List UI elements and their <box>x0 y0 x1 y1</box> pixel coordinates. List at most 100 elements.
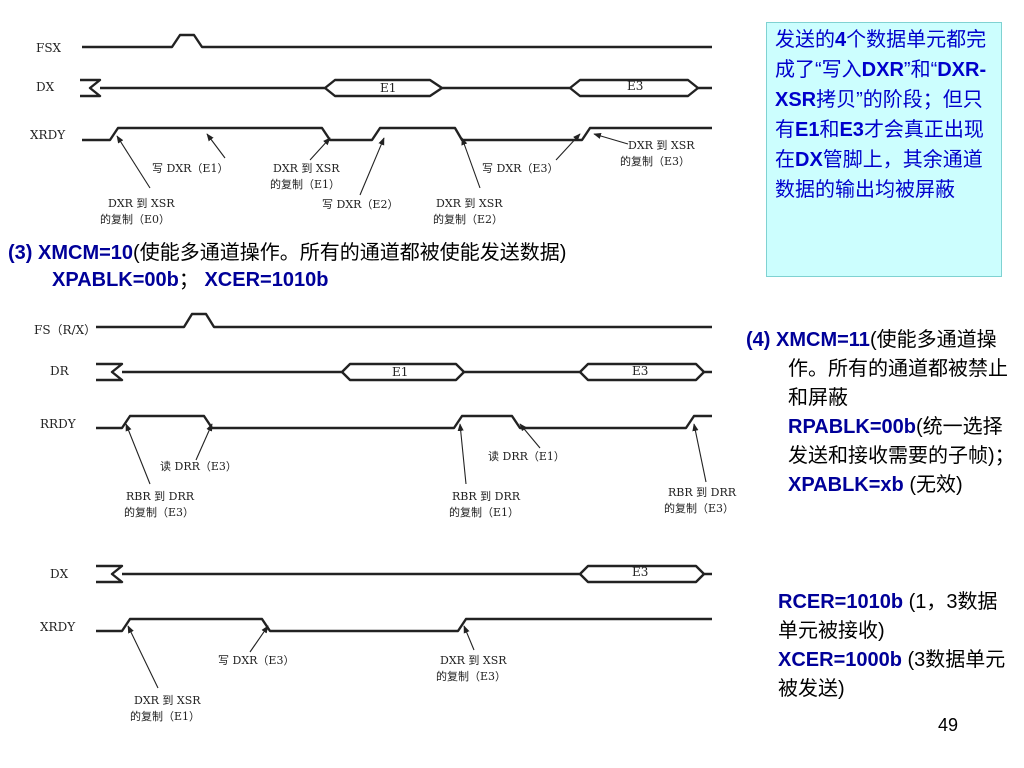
slot-e1: E1 <box>380 81 396 95</box>
note-text: 写 DXR（E3） <box>482 162 558 175</box>
note-text: 的复制（E0） <box>100 212 170 226</box>
mode-3-heading: (3) XMCM=10(使能多通道操作。所有的通道都被使能发送数据) XPABL… <box>8 240 728 294</box>
signal-label-fs-rx: FS（R/X） <box>34 323 96 337</box>
info-text: DX <box>795 149 823 171</box>
slot-e3: E3 <box>632 565 648 579</box>
dx-waveform-top <box>96 564 712 584</box>
note-text: 的复制（E1） <box>270 177 340 191</box>
dx-waveform-top <box>80 78 712 98</box>
info-text: 4 <box>835 29 847 51</box>
note-text: 写 DXR（E3） <box>218 654 294 667</box>
mode-4-rpablk: RPABLK=00b <box>788 416 916 438</box>
rrdy-waveform <box>96 414 712 430</box>
xrdy-waveform <box>82 126 712 142</box>
note-text: DXR 到 XSR <box>108 197 175 210</box>
note-text: 的复制（E3） <box>620 154 690 168</box>
slot-e1: E1 <box>392 365 408 379</box>
mode-4-text: (使能多通道操作。所有的通道都被禁止和屏蔽 <box>788 329 1008 409</box>
note-text: DXR 到 XSR <box>273 162 340 175</box>
dr-waveform-top <box>96 362 712 382</box>
fs-waveform <box>96 312 712 329</box>
note-text: 的复制（E3） <box>664 501 734 515</box>
note-arrow <box>555 133 581 161</box>
slot-e3: E3 <box>632 364 648 378</box>
info-text: E1 <box>795 119 820 141</box>
mode-4-number: (4) <box>746 329 776 351</box>
mode-3-description: (使能多通道操作。所有的通道都被使能发送数据) <box>133 242 567 264</box>
note-arrow <box>249 625 269 653</box>
info-text: E3 <box>839 119 864 141</box>
info-callout-box: 发送的4个数据单元都完成了“写入DXR”和“DXR-XSR拷贝”的阶段；但只有E… <box>766 22 1002 277</box>
note-arrow <box>125 423 151 485</box>
diagram-3-transmit-xmcm11: DX XRDY E3 DXR 到 XSR 的复制（E1） 写 DXR（E3） D… <box>40 564 712 723</box>
info-text: DXR-XSR <box>775 59 987 111</box>
note-text: 的复制（E1） <box>130 709 200 723</box>
info-text: ”和“ <box>903 59 938 81</box>
note-text: RBR 到 DRR <box>452 490 521 503</box>
mode-3-number: (3) <box>8 242 38 264</box>
note-text: RBR 到 DRR <box>126 490 195 503</box>
dx-waveform-bottom <box>579 573 705 584</box>
note-text: 的复制（E3） <box>436 669 506 683</box>
mode-4-xmcm: XMCM=11 <box>776 329 870 351</box>
note-arrow <box>519 423 541 449</box>
note-arrow <box>309 137 331 161</box>
note-text: 写 DXR（E2） <box>322 198 398 211</box>
note-arrow <box>116 135 151 189</box>
signal-label-dr: DR <box>50 364 70 378</box>
note-text: DXR 到 XSR <box>628 139 695 152</box>
mode-4-text: (无效) <box>903 474 963 496</box>
dr-waveform-bottom <box>341 371 705 382</box>
mode-4-text: (1，3数据单元被接收) <box>778 591 998 642</box>
info-text: 才会真正出现在 <box>775 119 984 171</box>
note-text: 的复制（E1） <box>449 505 519 519</box>
fsx-waveform <box>82 33 712 49</box>
mode-4-description: (4) XMCM=11(使能多通道操作。所有的通道都被禁止和屏蔽 RPABLK=… <box>746 326 1018 500</box>
mode-3-xmcm: XMCM=10 <box>38 242 134 264</box>
mode-3-xpablk: XPABLK=00b <box>52 269 179 291</box>
slot-e3: E3 <box>627 79 643 93</box>
note-arrow <box>461 137 481 189</box>
signal-label-fsx: FSX <box>36 41 62 55</box>
diagram-1-transmit-xmcm10: FSX DX XRDY E1 E3 DXR 到 XSR 的复制（E0） 写 DX… <box>30 33 712 226</box>
note-text: 的复制（E3） <box>124 505 194 519</box>
note-text: DXR 到 XSR <box>436 197 503 210</box>
note-arrow <box>692 423 707 483</box>
mode-3-xcer: XCER=1010b <box>204 269 329 291</box>
note-text: 读 DRR（E1） <box>488 449 565 463</box>
signal-label-rrdy: RRDY <box>40 417 77 431</box>
info-text: 发送的 <box>775 29 835 51</box>
xrdy-waveform <box>96 617 712 633</box>
note-arrow <box>593 133 629 145</box>
mode-4-enable-registers: RCER=1010b (1，3数据单元被接收) XCER=1000b (3数据单… <box>778 588 1014 704</box>
mode-4-text: (统一选择发送和接收需要的子帧)； <box>788 416 1015 467</box>
note-text: DXR 到 XSR <box>440 654 507 667</box>
page-number: 49 <box>938 715 959 735</box>
signal-label-xrdy: XRDY <box>40 620 76 634</box>
note-arrow <box>195 423 213 461</box>
signal-label-dx: DX <box>36 80 55 94</box>
note-text: DXR 到 XSR <box>134 694 201 707</box>
diagram-2-receive-xmcm11: FS（R/X） DR RRDY E1 E3 RBR 到 DRR 的复制（E3） … <box>34 312 737 519</box>
info-text: 管脚上，其余通道数据的输出均被屏蔽 <box>775 149 983 201</box>
note-arrow <box>127 625 159 689</box>
note-arrow <box>206 133 226 159</box>
mode-4-text: (3数据单元被发送) <box>778 649 1006 700</box>
dx-waveform-bottom <box>324 87 699 98</box>
note-text: RBR 到 DRR <box>668 486 737 499</box>
signal-label-dx: DX <box>50 567 69 581</box>
mode-4-xpablk: XPABLK=xb <box>788 474 904 496</box>
info-text: 个数据单元都完成了“写入 <box>775 29 987 81</box>
note-text: 的复制（E2） <box>433 212 503 226</box>
note-text: 写 DXR（E1） <box>152 162 228 175</box>
note-arrow <box>463 625 475 651</box>
mode-4-xcer: XCER=1000b <box>778 649 902 671</box>
note-arrow <box>359 137 385 196</box>
mode-4-rcer: RCER=1010b <box>778 591 904 613</box>
note-arrow <box>457 423 467 485</box>
note-text: 读 DRR（E3） <box>160 459 237 473</box>
info-text: 拷贝”的阶段；但只有 <box>775 89 983 141</box>
signal-label-xrdy: XRDY <box>30 128 66 142</box>
info-text: DXR <box>861 59 904 81</box>
